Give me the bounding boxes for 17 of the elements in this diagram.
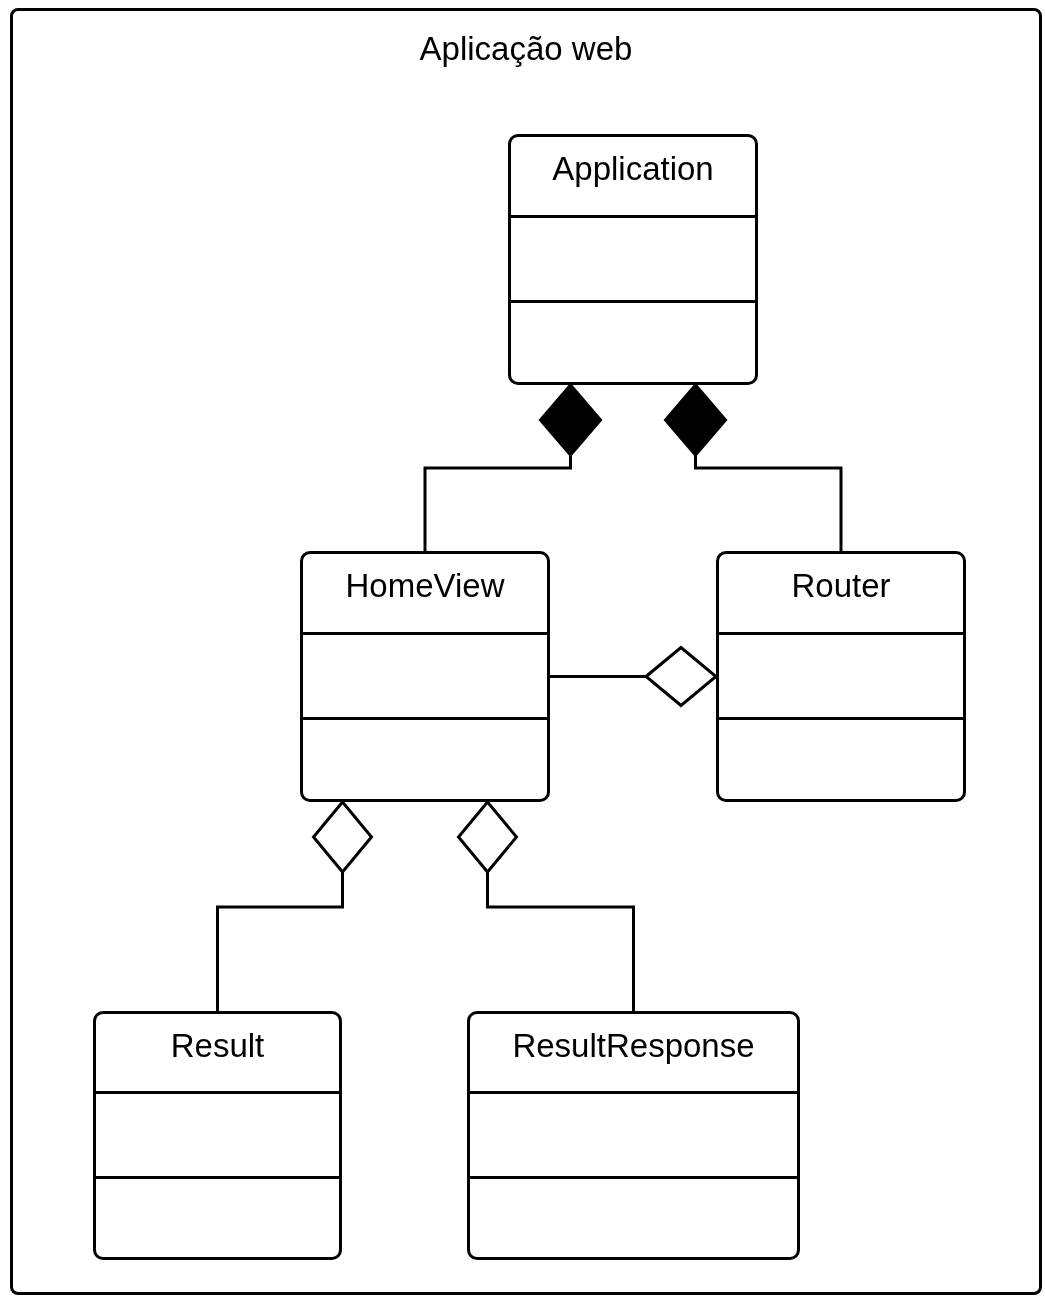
class-box bbox=[716, 551, 966, 802]
container-frame bbox=[10, 8, 1042, 1295]
composition-connector bbox=[664, 383, 843, 551]
composition-connector bbox=[423, 383, 602, 551]
class-name: ResultResponse bbox=[511, 1026, 756, 1066]
frame-title: Aplicação web bbox=[418, 29, 634, 69]
class-name: HomeView bbox=[344, 566, 506, 606]
class-box bbox=[93, 1011, 342, 1260]
aggregation-connector bbox=[216, 800, 373, 1011]
aggregation-connector bbox=[457, 800, 635, 1011]
class-box bbox=[300, 551, 550, 802]
class-name: Result bbox=[169, 1026, 266, 1066]
class-name: Application bbox=[551, 149, 715, 189]
class-name: Router bbox=[790, 566, 892, 606]
class-box bbox=[467, 1011, 800, 1260]
aggregation-connector bbox=[550, 646, 718, 707]
class-box bbox=[508, 134, 758, 385]
